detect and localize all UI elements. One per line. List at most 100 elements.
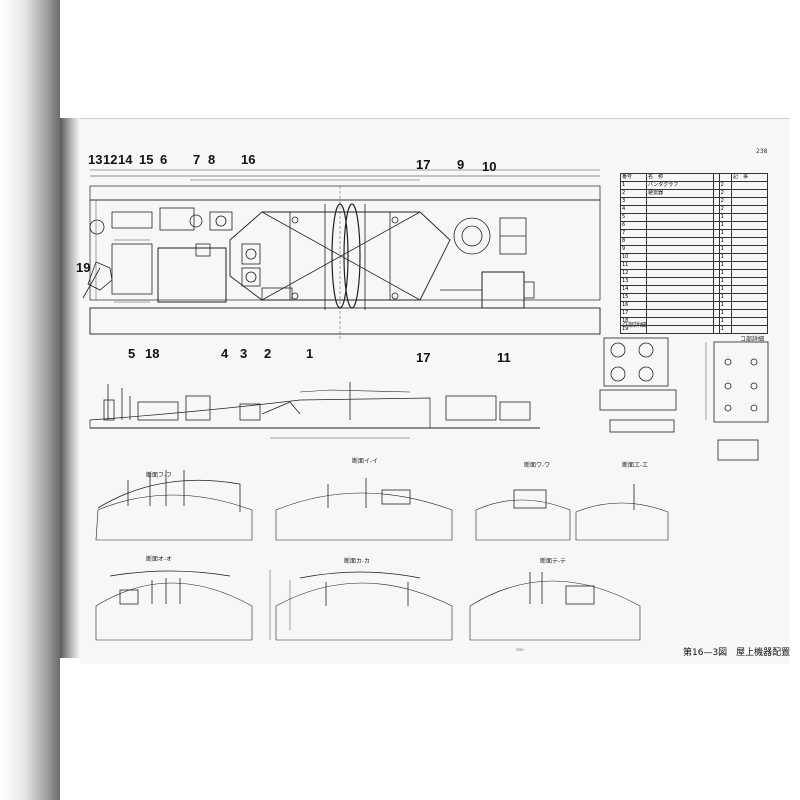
table-cell <box>730 253 769 262</box>
table-cell <box>730 269 769 278</box>
table-cell <box>646 205 714 214</box>
cross-sections-row2 <box>95 570 641 641</box>
table-cell: パンタグラフ <box>646 181 714 190</box>
table-cell: 3 <box>619 197 648 206</box>
table-cell: 1 <box>718 309 732 318</box>
table-cell: 19 <box>619 325 648 334</box>
table-cell <box>730 317 769 326</box>
callout-1: 1 <box>306 346 314 361</box>
center-footer: nnn <box>516 647 524 652</box>
table-cell <box>646 197 714 206</box>
callout-17-bottom: 17 <box>416 350 431 365</box>
table-cell <box>646 293 714 302</box>
table-cell <box>730 261 769 270</box>
table-cell <box>730 229 769 238</box>
callout-3: 3 <box>240 346 248 361</box>
table-cell: 12 <box>619 269 648 278</box>
callout-15: 15 <box>139 152 154 167</box>
table-cell <box>646 285 714 294</box>
section-label-ee: 断面エ-エ <box>622 463 648 469</box>
section-label-ii: 断面イ-イ <box>352 459 378 465</box>
table-cell: 1 <box>718 277 732 286</box>
table-cell: 1 <box>718 221 732 230</box>
callout-17-top: 17 <box>416 157 431 172</box>
table-cell: 11 <box>619 261 648 270</box>
table-cell: 6 <box>619 221 648 230</box>
section-label-tt: 断面テ-テ <box>540 559 566 565</box>
table-row: 16 1 <box>619 301 769 310</box>
callout-8: 8 <box>208 152 216 167</box>
table-cell: 2 <box>718 205 732 214</box>
callout-4: 4 <box>221 346 229 361</box>
table-header-cell: 記 事 <box>730 173 769 182</box>
table-cell: 2 <box>718 189 732 198</box>
table-row: 18 1 <box>619 317 769 326</box>
table-cell: 1 <box>718 261 732 270</box>
callout-10: 10 <box>482 159 497 174</box>
table-cell: 13 <box>619 277 648 286</box>
table-cell: 5 <box>619 213 648 222</box>
table-cell <box>730 277 769 286</box>
callout-6: 6 <box>160 152 168 167</box>
detail-label-b: コ部詳細 <box>740 337 765 343</box>
table-cell <box>646 213 714 222</box>
table-cell: 1 <box>718 293 732 302</box>
table-cell: 9 <box>619 245 648 254</box>
table-cell <box>646 309 714 318</box>
table-cell: 1 <box>718 325 732 334</box>
table-cell: 1 <box>718 213 732 222</box>
table-row: 19 1 <box>619 325 769 334</box>
table-header-cell <box>718 173 732 182</box>
table-header-cell: 番号 <box>619 173 648 182</box>
book-gutter <box>0 0 60 800</box>
table-cell <box>730 221 769 230</box>
table-cell <box>730 309 769 318</box>
table-cell: 1 <box>718 317 732 326</box>
table-cell <box>730 285 769 294</box>
table-cell: 2 <box>718 197 732 206</box>
table-cell: 16 <box>619 301 648 310</box>
plan-view <box>82 169 601 340</box>
table-cell <box>646 261 714 270</box>
table-cell <box>730 197 769 206</box>
table-cell <box>730 213 769 222</box>
table-cell <box>730 245 769 254</box>
table-cell: 1 <box>718 301 732 310</box>
table-cell: 14 <box>619 285 648 294</box>
table-cell: 18 <box>619 317 648 326</box>
callout-12: 12 <box>103 152 118 167</box>
callout-9: 9 <box>457 157 465 172</box>
table-cell: 1 <box>718 285 732 294</box>
callout-19: 19 <box>76 260 91 275</box>
table-cell: 1 <box>619 181 648 190</box>
table-cell <box>646 253 714 262</box>
side-elevation <box>89 382 540 439</box>
table-cell <box>646 301 714 310</box>
table-cell <box>730 237 769 246</box>
table-cell <box>646 245 714 254</box>
table-cell <box>730 301 769 310</box>
detail-views <box>599 337 769 461</box>
table-cell <box>646 317 714 326</box>
table-cell: 1 <box>718 229 732 238</box>
table-cell <box>646 277 714 286</box>
table-cell <box>646 237 714 246</box>
table-cell: 2 <box>619 189 648 198</box>
section-label-ff: 断面フ-フ <box>146 473 172 479</box>
table-cell: 1 <box>718 245 732 254</box>
table-cell: 4 <box>619 205 648 214</box>
table-cell <box>730 293 769 302</box>
table-cell: 8 <box>619 237 648 246</box>
table-cell <box>646 325 714 334</box>
gutter-shadow <box>60 118 80 658</box>
